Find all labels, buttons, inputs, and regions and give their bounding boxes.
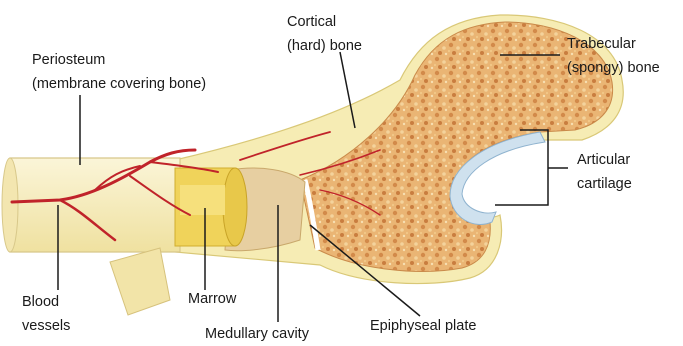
marrow-face	[223, 168, 247, 246]
bone-shaft	[10, 158, 180, 252]
label-cortical-line1: Cortical	[287, 14, 336, 30]
label-trabecular-line2: (spongy) bone	[567, 60, 660, 76]
label-epiphyseal: Epiphyseal plate	[370, 318, 476, 334]
label-articular-line2: cartilage	[577, 176, 632, 192]
label-periosteum-line1: Periosteum	[32, 52, 105, 68]
label-articular-line1: Articular	[577, 152, 630, 168]
label-blood-line2: vessels	[22, 318, 70, 334]
label-cortical-line2: (hard) bone	[287, 38, 362, 54]
shaft-end	[2, 158, 18, 252]
marrow-band	[180, 185, 225, 215]
label-trabecular-line1: Trabecular	[567, 36, 636, 52]
periosteum-flap	[110, 248, 170, 315]
label-medullary: Medullary cavity	[205, 326, 310, 342]
label-blood-line1: Blood	[22, 294, 59, 310]
label-marrow: Marrow	[188, 291, 237, 307]
label-periosteum-line2: (membrane covering bone)	[32, 76, 206, 92]
